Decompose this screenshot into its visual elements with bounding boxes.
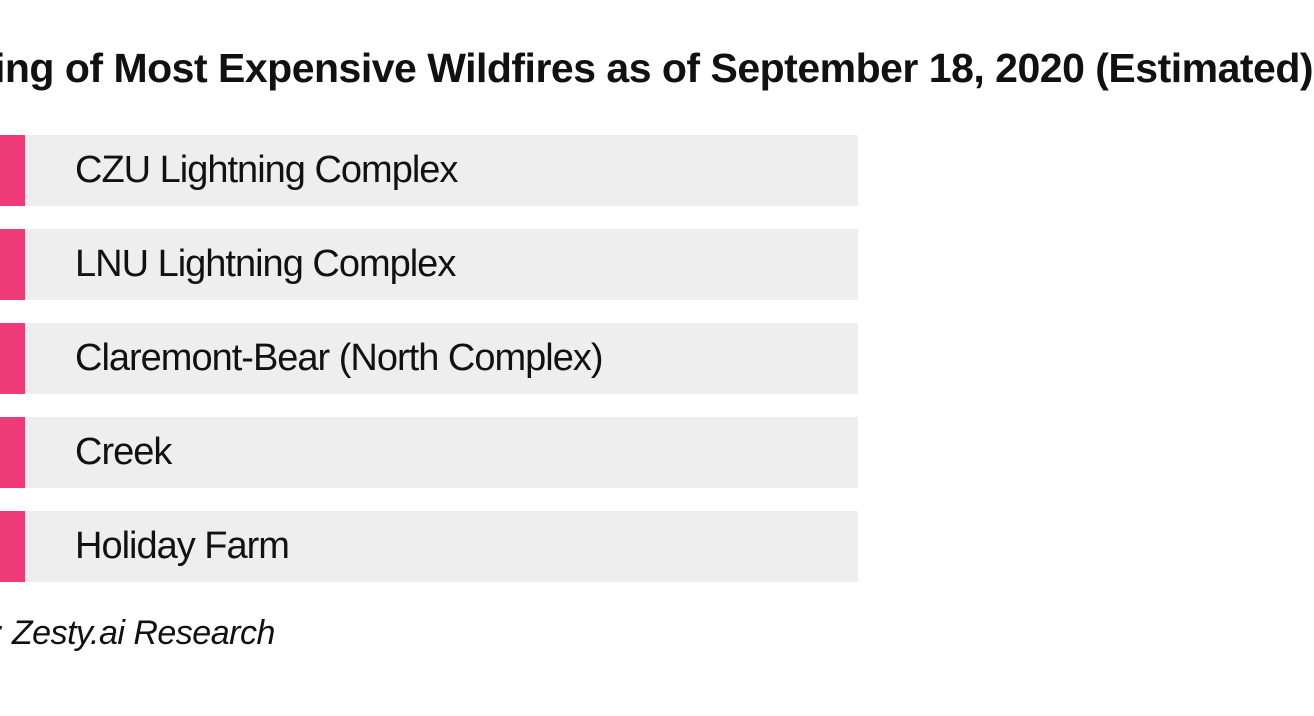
wildfire-ranking-list: CZU Lightning Complex LNU Lightning Comp… — [0, 135, 858, 605]
page-title: ing of Most Expensive Wildfires as of Se… — [0, 45, 1314, 91]
rank-marker — [0, 323, 25, 394]
wildfire-name: Claremont-Bear (North Complex) — [75, 337, 603, 379]
list-item: LNU Lightning Complex — [0, 229, 858, 300]
rank-marker — [0, 229, 25, 300]
list-item: Holiday Farm — [0, 511, 858, 582]
wildfire-name: Creek — [75, 431, 172, 473]
rank-marker — [0, 135, 25, 206]
rank-marker — [0, 417, 25, 488]
wildfire-name: CZU Lightning Complex — [75, 149, 458, 191]
list-item: Creek — [0, 417, 858, 488]
list-item: CZU Lightning Complex — [0, 135, 858, 206]
wildfire-name: LNU Lightning Complex — [75, 243, 456, 285]
source-note: : Zesty.ai Research — [0, 614, 275, 652]
rank-marker — [0, 511, 25, 582]
list-item: Claremont-Bear (North Complex) — [0, 323, 858, 394]
wildfire-name: Holiday Farm — [75, 525, 290, 567]
